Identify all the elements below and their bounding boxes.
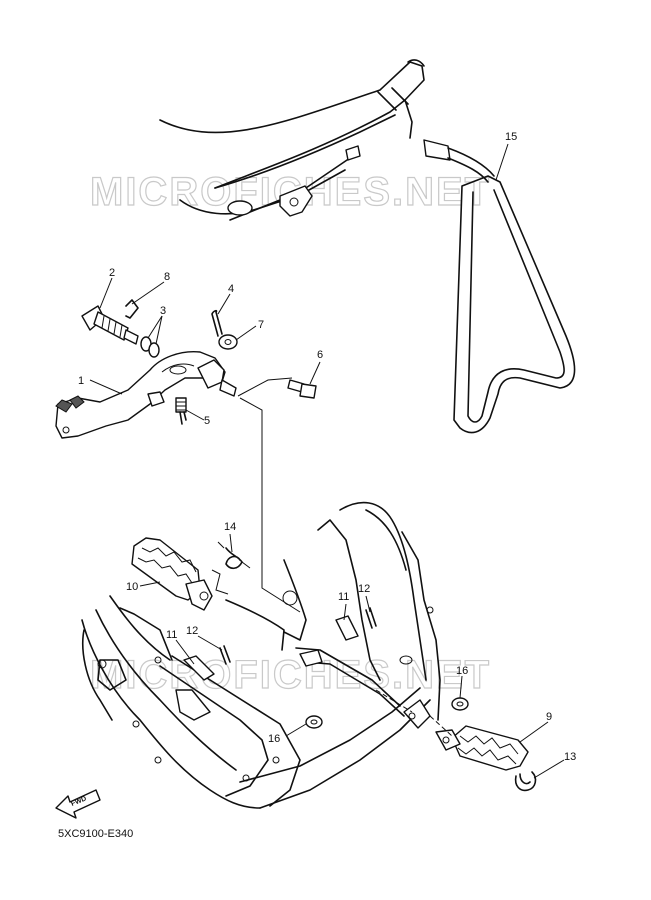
callout-9: 9 <box>546 711 552 723</box>
callout-2: 2 <box>109 267 115 279</box>
callout-1: 1 <box>78 375 84 387</box>
o-rings <box>140 336 160 358</box>
callout-4: 4 <box>228 283 234 295</box>
upper-frame-rail <box>159 59 425 221</box>
callout-16-left: 16 <box>268 733 280 745</box>
callout-15: 15 <box>505 131 517 143</box>
right-footrest <box>435 725 529 771</box>
washer-lower-right <box>451 697 469 711</box>
diagram-code: 5XC9100-E340 <box>58 828 134 840</box>
callout-10: 10 <box>126 581 138 593</box>
footrest-spring <box>217 541 251 570</box>
lower-frame <box>81 501 441 809</box>
leader-lines <box>89 143 565 779</box>
callout-14: 14 <box>224 521 236 533</box>
mounting-bolt-right <box>335 615 359 641</box>
brake-pedal <box>55 351 237 439</box>
callout-5: 5 <box>204 415 210 427</box>
footrest-clip <box>514 771 537 792</box>
clevis-pin <box>287 379 317 399</box>
frame-bracket-left <box>175 689 211 721</box>
callout-16-right: 16 <box>456 665 468 677</box>
cotter-pin <box>125 299 139 319</box>
callout-7: 7 <box>258 319 264 331</box>
forward-arrow-icon: FWD <box>55 789 101 819</box>
left-footrest <box>131 537 213 611</box>
callout-8: 8 <box>164 271 170 283</box>
callout-6: 6 <box>317 349 323 361</box>
pivot-bolt <box>81 305 139 345</box>
split-pin <box>211 309 223 337</box>
side-stand <box>423 139 576 434</box>
callout-13: 13 <box>564 751 576 763</box>
mounting-bolt-left <box>183 655 215 681</box>
callout-3: 3 <box>160 305 166 317</box>
callout-12-right: 12 <box>358 583 370 595</box>
callout-12-left: 12 <box>186 625 198 637</box>
callout-11-left: 11 <box>166 629 177 641</box>
cotter-pin-right <box>365 607 377 629</box>
washer-lower-left <box>305 715 323 729</box>
callout-11-right: 11 <box>338 591 349 603</box>
frame-bracket-top <box>279 185 313 217</box>
return-spring <box>175 397 187 425</box>
cotter-pin-left <box>219 645 231 665</box>
washer <box>218 334 238 350</box>
